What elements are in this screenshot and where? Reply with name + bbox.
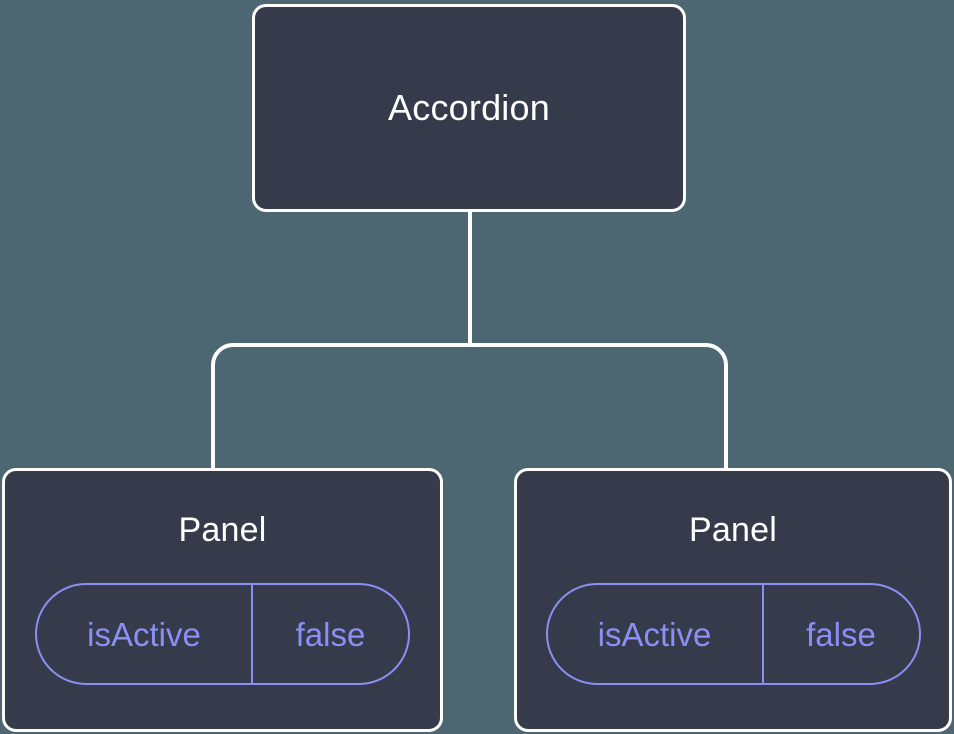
node-accordion[interactable]: Accordion	[252, 4, 686, 212]
state-chip-left[interactable]: isActive false	[35, 583, 410, 685]
state-chip-right-key: isActive	[597, 615, 712, 653]
state-chip-right-key-cell: isActive	[548, 585, 764, 683]
state-chip-right[interactable]: isActive false	[545, 583, 921, 685]
state-chip-left-key: isActive	[87, 615, 201, 653]
state-chip-left-value: false	[295, 615, 366, 653]
node-panel-right[interactable]: Panel isActive false	[514, 468, 952, 732]
node-panel-right-title: Panel	[689, 511, 777, 549]
node-panel-left[interactable]: Panel isActive false	[2, 468, 443, 732]
state-chip-right-value-cell: false	[764, 585, 919, 683]
state-chip-right-value: false	[806, 615, 876, 653]
edge-branch-to-right-panel	[470, 343, 728, 468]
edge-branch-to-left-panel	[211, 343, 470, 468]
node-panel-left-title: Panel	[178, 511, 267, 549]
state-chip-left-key-cell: isActive	[37, 585, 253, 683]
state-chip-left-value-cell: false	[253, 585, 408, 683]
node-accordion-title: Accordion	[388, 87, 550, 128]
